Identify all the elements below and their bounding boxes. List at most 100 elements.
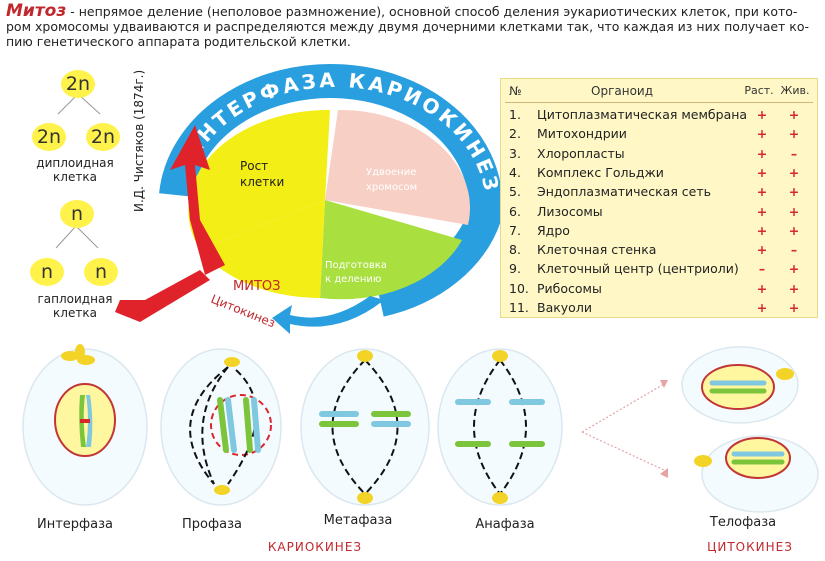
haploid-right-cell: n xyxy=(84,258,118,286)
cycle-ring xyxy=(159,64,503,317)
row-plant: + xyxy=(756,203,768,219)
section-karyokinesis: КАРИОКИНЕЗ xyxy=(267,540,363,554)
row-number: 11. xyxy=(509,300,529,315)
diploid-label-2: клетка xyxy=(53,170,97,184)
table-row: 1.Цитоплазматическая мембрана++ xyxy=(501,107,819,126)
stage-interphase: Интерфаза xyxy=(36,517,113,532)
sector-preparation xyxy=(320,200,462,300)
sector-doubling xyxy=(325,109,470,225)
diploid-left-cell: 2n xyxy=(32,123,66,151)
row-animal: + xyxy=(788,126,800,142)
interphase-centromere xyxy=(80,419,90,423)
anaphase-chromosomes xyxy=(455,399,545,447)
row-plant: + xyxy=(756,222,768,238)
row-animal: + xyxy=(788,107,800,122)
row-animal: + xyxy=(788,300,800,315)
metaphase-centrioles xyxy=(357,350,373,504)
diploid-right-cell: 2n xyxy=(86,123,120,151)
row-number: 1. xyxy=(509,107,521,122)
red-arrow-left xyxy=(115,270,210,322)
diploid-label-1: диплоидная xyxy=(36,156,114,170)
row-number: 8. xyxy=(509,242,521,258)
haploid-top-cell: n xyxy=(60,200,94,228)
row-number: 4. xyxy=(509,164,521,180)
row-number: 9. xyxy=(509,261,521,277)
row-plant: – xyxy=(758,261,766,277)
table-row: 11. Вакуоли + + xyxy=(501,300,819,319)
row-organelle: Комплекс Гольджи xyxy=(537,164,664,180)
table-row: 5.Эндоплазматическая сеть++ xyxy=(501,184,819,203)
header-name: Органоид xyxy=(591,84,654,98)
stage-anaphase: Анафаза xyxy=(475,517,535,532)
row-number: 2. xyxy=(509,126,521,142)
sector-growth xyxy=(188,109,330,250)
table-row: 9. Клеточный центр (центриоли) – + xyxy=(501,261,819,280)
row-organelle: Лизосомы xyxy=(537,203,603,219)
header-plant: Раст. xyxy=(744,84,774,97)
doubling-label-2: хромосом xyxy=(366,182,417,193)
prophase-chromosomes xyxy=(217,397,261,453)
prophase-nucleus xyxy=(210,394,272,456)
row-animal: – xyxy=(790,145,798,161)
row-animal: + xyxy=(788,164,800,180)
row-organelle: Рибосомы xyxy=(537,280,602,296)
intro-line-1: - непрямое деление (неполовое размножени… xyxy=(66,4,798,19)
haploid-label-1: гаплоидная xyxy=(37,292,113,306)
metaphase-chromosomes xyxy=(319,411,411,427)
anaphase-centrioles xyxy=(492,350,508,504)
blue-arrow-bottom xyxy=(272,296,384,334)
row-plant: + xyxy=(756,300,768,315)
row-plant: + xyxy=(756,126,768,142)
diploid-label: диплоидная клетка xyxy=(20,156,130,184)
intro-line-3: пию генетического аппарата родительской … xyxy=(6,34,351,49)
diploid-top-cell: 2n xyxy=(61,70,95,98)
haploid-left-cell: n xyxy=(30,258,64,286)
row-animal: + xyxy=(788,222,800,238)
row-animal: + xyxy=(788,261,800,277)
row-animal: + xyxy=(788,280,800,296)
stage-metaphase: Метафаза xyxy=(323,513,393,528)
row-plant: + xyxy=(756,107,768,122)
metaphase-cell xyxy=(300,348,430,506)
organelle-table: № Органоид Раст. Жив. 1.Цитоплазматическ… xyxy=(500,78,818,318)
row-organelle: Хлоропласты xyxy=(537,145,625,161)
table-row: 2. Митохондрии + + xyxy=(501,126,819,145)
prophase-centrioles xyxy=(214,357,240,495)
haploid-label-2: клетка xyxy=(53,306,97,320)
row-number: 6. xyxy=(509,203,521,219)
row-organelle: Клеточный центр (центриоли) xyxy=(537,261,739,277)
growth-label-2: клетки xyxy=(240,175,284,189)
row-number: 3. xyxy=(509,145,521,161)
row-plant: + xyxy=(756,242,768,258)
prep-label-2: к делению xyxy=(325,274,381,285)
term-mitosis: Митоз xyxy=(6,1,67,21)
prep-label-1: Подготовка xyxy=(325,260,387,271)
mitosis-label: МИТОЗ xyxy=(233,279,280,294)
table-row: 8.Клеточная стенка+– xyxy=(501,242,819,261)
table-header: № Органоид Раст. Жив. xyxy=(501,84,819,103)
header-divider xyxy=(505,102,813,103)
doubling-label-1: Удвоение xyxy=(366,167,416,178)
table-row: 10.Рибосомы++ xyxy=(501,281,819,300)
table-row: 7.Ядро++ xyxy=(501,223,819,242)
table-row: 4.Комплекс Гольджи++ xyxy=(501,165,819,184)
header-num: № xyxy=(509,84,522,98)
header-animal: Жив. xyxy=(780,84,810,97)
interphase-centrioles xyxy=(61,344,95,365)
row-organelle: Эндоплазматическая сеть xyxy=(537,184,712,200)
intro-line-2: ром хромосомы удваиваются и распределяют… xyxy=(6,19,810,34)
row-organelle: Вакуоли xyxy=(537,300,592,315)
table-row: 3. Хлоропласты + – xyxy=(501,146,819,165)
stage-telophase: Телофаза xyxy=(709,515,777,530)
anaphase-cell xyxy=(437,348,563,506)
haploid-label: гаплоидная клетка xyxy=(20,292,130,320)
stage-prophase: Профаза xyxy=(182,517,242,532)
row-organelle: Митохондрии xyxy=(537,126,627,142)
row-number: 5. xyxy=(509,184,521,200)
growth-label-1: Рост xyxy=(240,159,268,173)
row-organelle: Клеточная стенка xyxy=(537,242,657,258)
row-number: 7. xyxy=(509,222,521,238)
row-plant: + xyxy=(756,145,768,161)
